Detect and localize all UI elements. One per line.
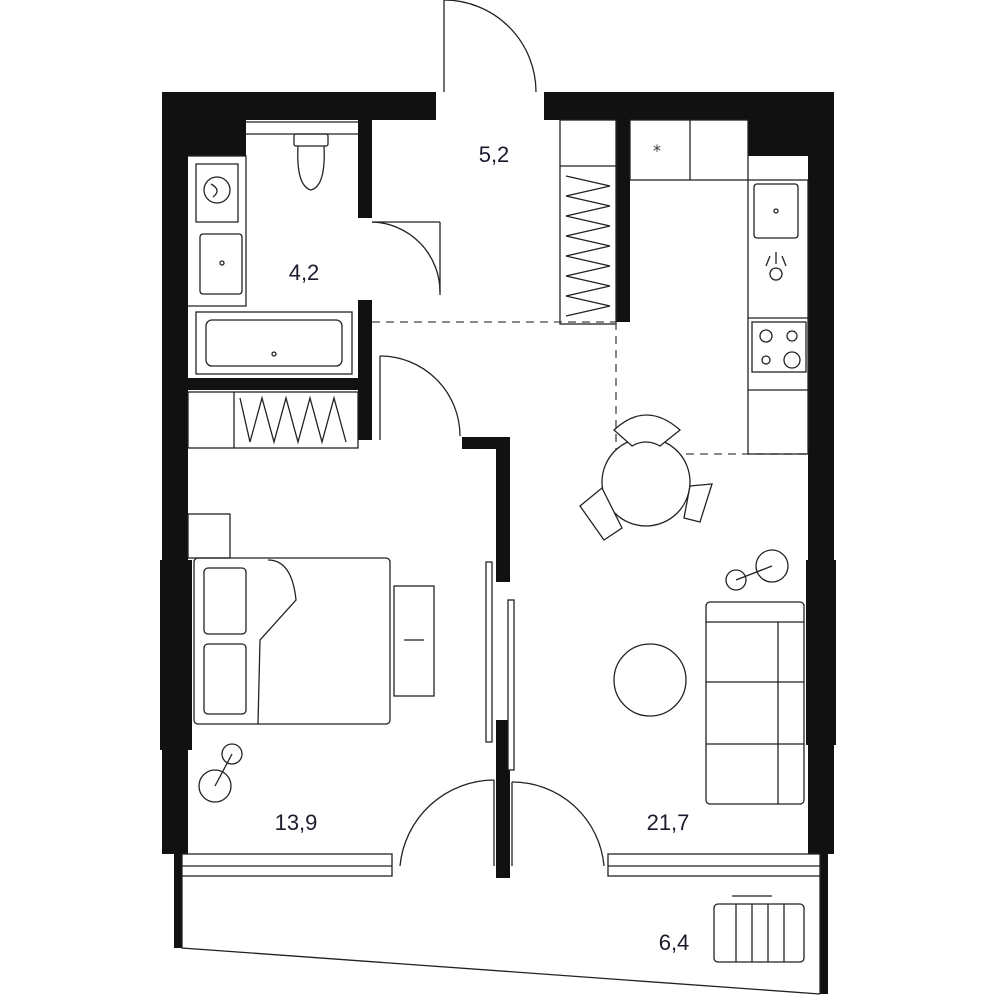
- kitchen-fixtures: *: [629, 119, 809, 455]
- walls: [160, 92, 836, 994]
- balcony-area-label: 6,4: [659, 930, 690, 955]
- sink-icon: [199, 233, 243, 295]
- bathroom-fixtures: [188, 121, 358, 375]
- doors: [371, 0, 605, 867]
- plant-icon: [725, 549, 789, 591]
- bedroom-area-label: 13,9: [275, 810, 318, 835]
- bedroom-wardrobe: [187, 391, 359, 449]
- living-kitchen-area-label: 21,7: [647, 810, 690, 835]
- stove-icon: [751, 321, 807, 373]
- kitchen-sink-icon: [753, 183, 799, 239]
- living-furniture: [613, 549, 805, 805]
- bathtub-icon: [195, 311, 353, 375]
- balcony-furniture: [713, 895, 805, 963]
- windows: [181, 853, 821, 995]
- bedroom-plant-icon: [198, 743, 243, 803]
- lounger-icon: [713, 895, 805, 963]
- bathroom-area-label: 4,2: [289, 260, 320, 285]
- star-icon: *: [653, 141, 661, 160]
- washing-machine-icon: [203, 176, 231, 204]
- dining-table-icon: [579, 414, 713, 541]
- sofa-icon: [705, 601, 805, 805]
- toilet-icon: [293, 133, 329, 191]
- faucet-icon: [765, 252, 787, 281]
- round-rug-icon: [613, 643, 687, 717]
- hall-area-label: 5,2: [479, 142, 510, 167]
- bench-icon: [393, 585, 435, 697]
- bed-icon: [193, 557, 391, 725]
- zone-lines: [372, 321, 808, 455]
- bedroom-furniture: [187, 513, 435, 803]
- hall-wardrobe: [559, 119, 617, 325]
